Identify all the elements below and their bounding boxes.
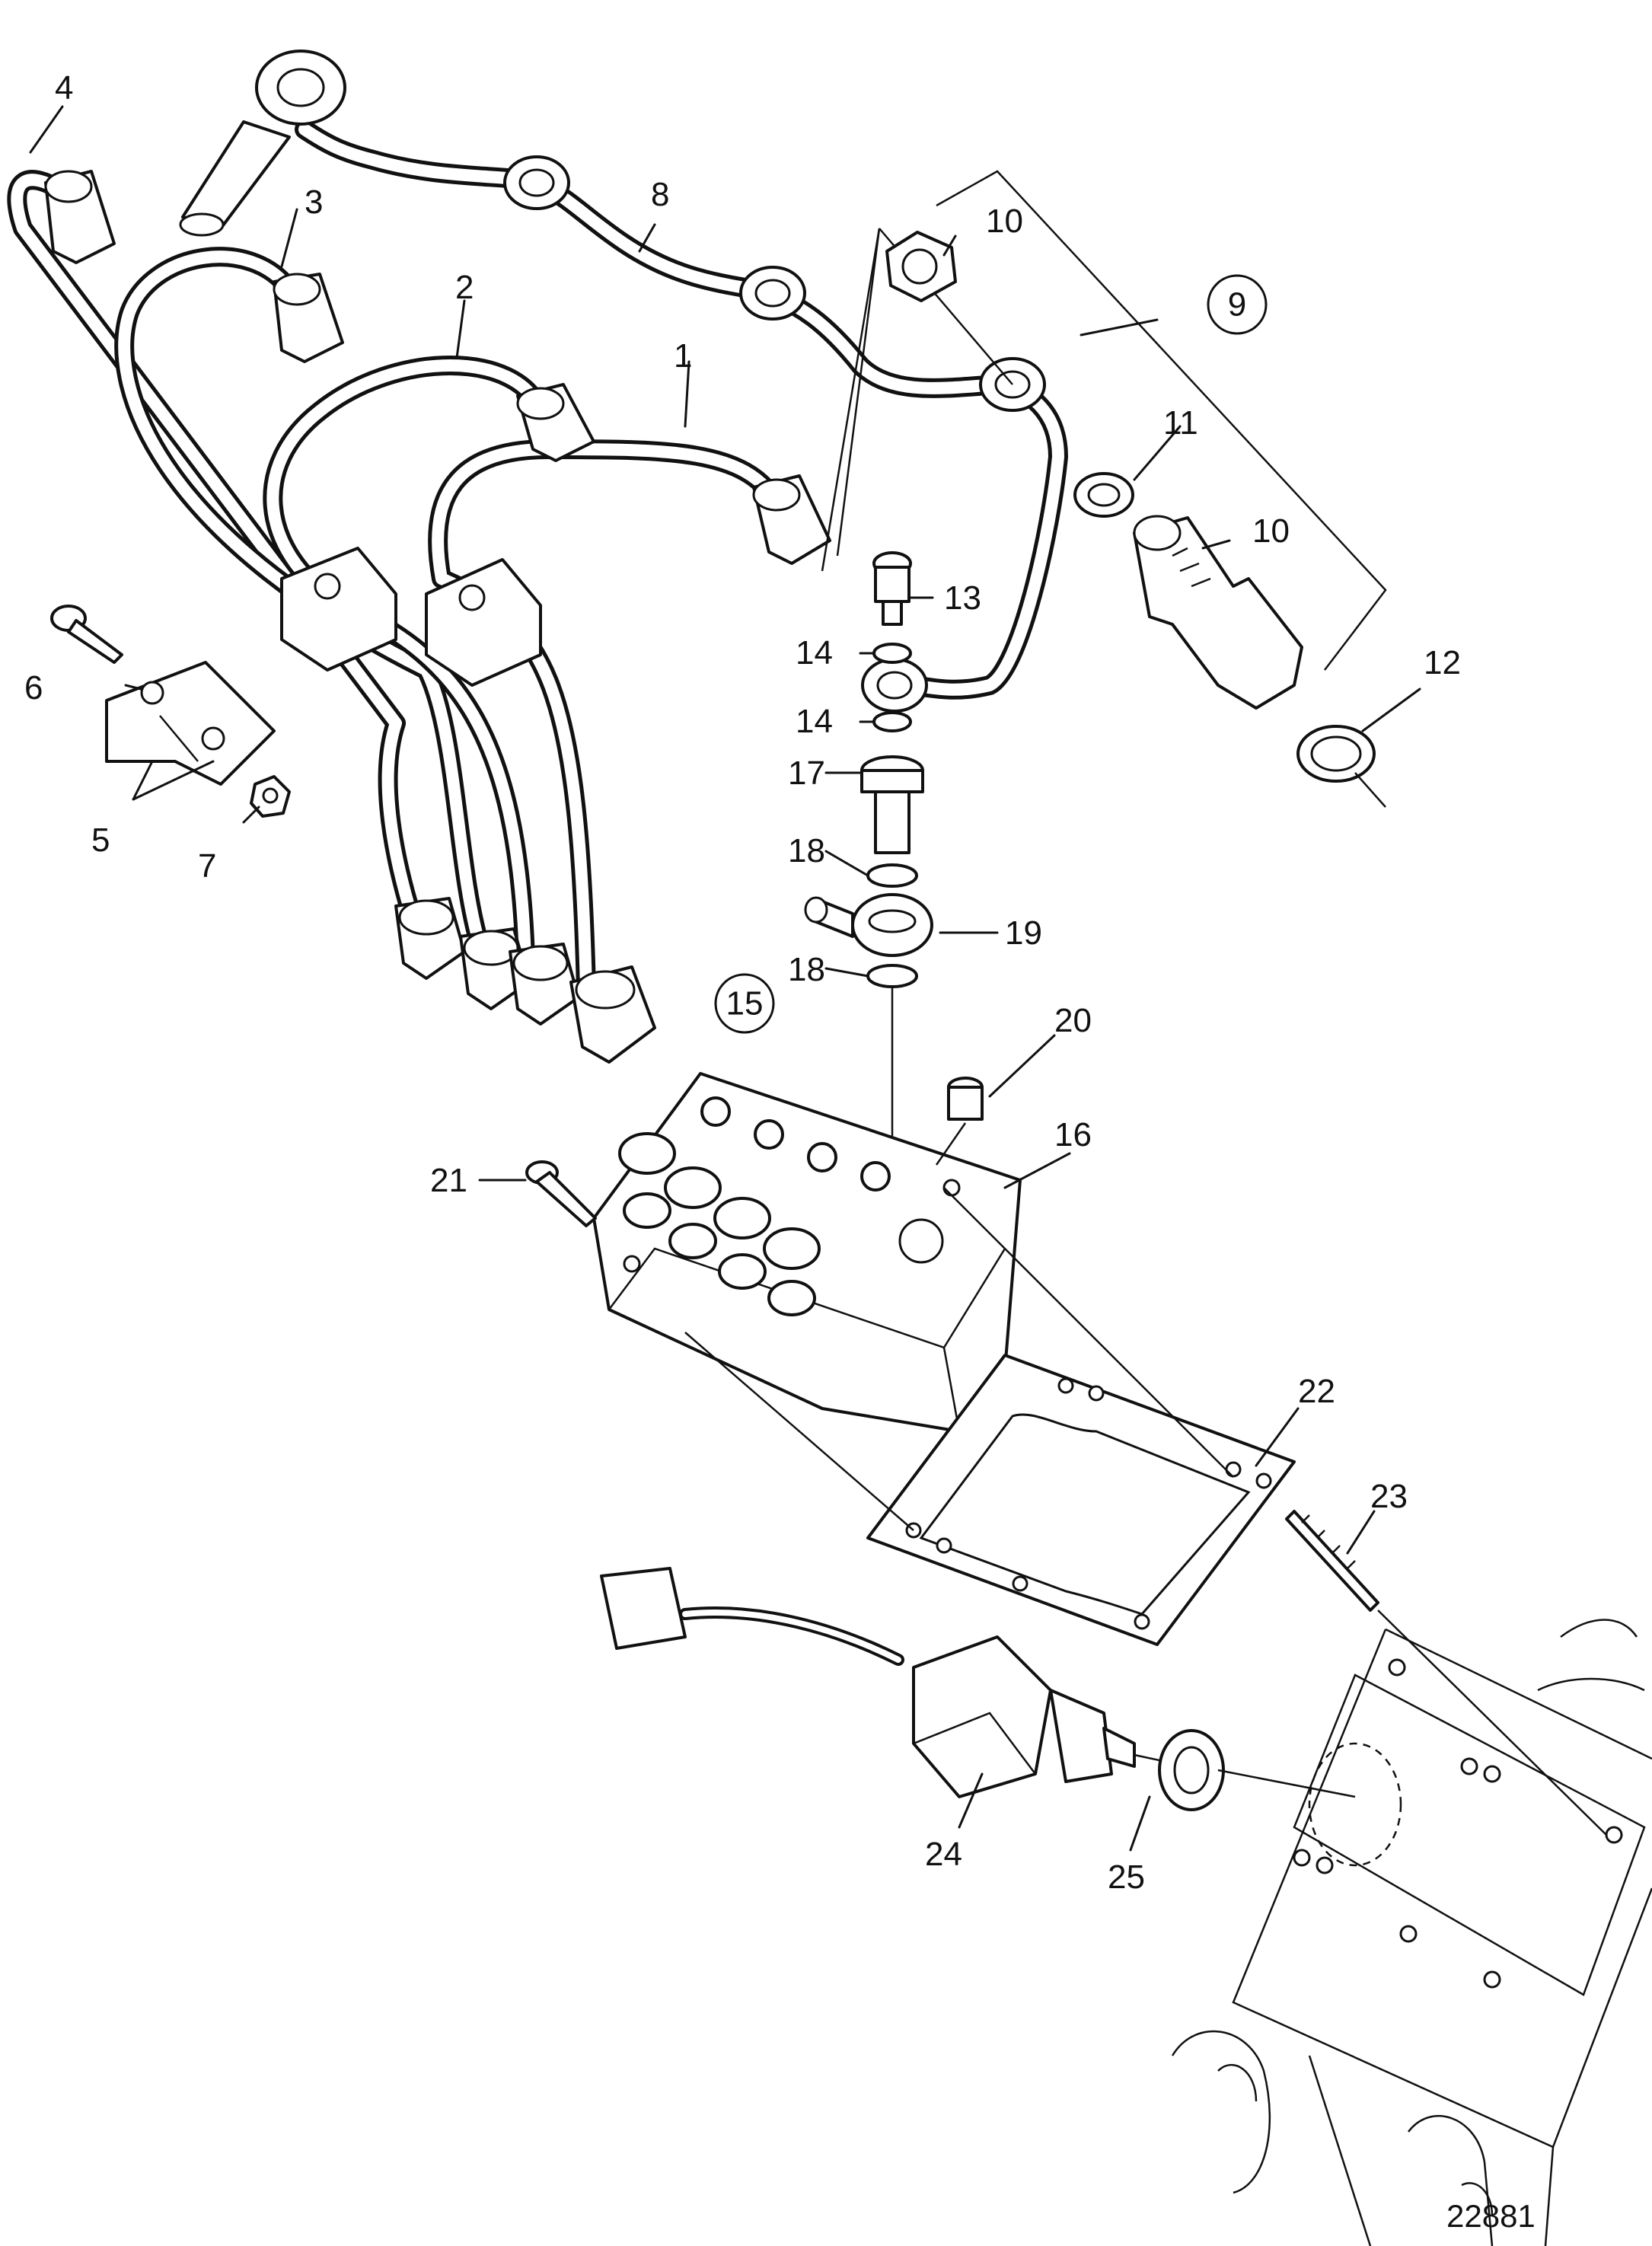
- bleed-screw-13: [872, 551, 912, 626]
- injector-washer-11: [1073, 472, 1134, 518]
- callout-9: 9: [1207, 274, 1268, 335]
- injector-nut: [885, 231, 957, 302]
- sleeve-20: [935, 1077, 984, 1166]
- pipe-clamp-left: [280, 547, 397, 672]
- callout-16: 16: [1054, 1116, 1092, 1153]
- callout-19: 19: [1005, 914, 1042, 952]
- callout-15: 15: [714, 973, 775, 1034]
- callout-12: 12: [1424, 644, 1461, 681]
- pipe-nut-bottom-1: [569, 965, 656, 1064]
- screw-6: [50, 605, 123, 664]
- stud-23: [1285, 1510, 1379, 1612]
- injection-pump: [592, 1072, 1022, 1433]
- pipe-nut-bottom-4: [394, 897, 466, 980]
- callout-25: 25: [1108, 1858, 1145, 1896]
- washer-leader: [1217, 1769, 1356, 1798]
- union-screw-17: [860, 755, 924, 854]
- callout-21: 21: [430, 1162, 467, 1199]
- injector-seal-12: [1296, 725, 1376, 783]
- callout-23: 23: [1370, 1478, 1408, 1515]
- callout-13: 13: [944, 579, 981, 617]
- sealing-washer-18a: [866, 863, 918, 888]
- callout-1: 1: [674, 337, 692, 375]
- screw-21: [525, 1160, 597, 1227]
- injector-assembly: [821, 170, 1387, 808]
- callout-22: 22: [1298, 1373, 1335, 1410]
- pipe-clamp-right: [425, 558, 542, 687]
- callout-2: 2: [455, 269, 474, 306]
- pipe-nut-bottom-2: [509, 943, 580, 1026]
- callout-20: 20: [1054, 1002, 1092, 1039]
- injection-pipes: [7, 170, 831, 1064]
- fuel-injector: [1133, 515, 1303, 710]
- callout-leaders: [29, 105, 1421, 1852]
- callout-11: 11: [1163, 404, 1198, 442]
- pipe-nut-4: [44, 170, 116, 264]
- callout-7: 7: [198, 847, 216, 885]
- washer-25: [1158, 1729, 1225, 1811]
- gasket-leader-lines: [684, 1187, 1234, 1531]
- callout-4: 4: [55, 69, 73, 107]
- pipe-nut-3: [273, 273, 344, 363]
- pipe-nut-2: [516, 383, 595, 462]
- engine-block: [1171, 1619, 1652, 2246]
- pump-outlet-valves: [618, 1132, 821, 1316]
- nut-7: [250, 775, 291, 818]
- svg-text:15: 15: [726, 985, 764, 1023]
- sealing-washer-14a: [872, 643, 912, 664]
- svg-text:9: 9: [1228, 286, 1246, 324]
- callout-5: 5: [91, 822, 110, 859]
- leak-off-line: [179, 49, 1068, 713]
- clamp-bracket: [105, 661, 276, 786]
- pipe-nut-bottom-3: [459, 927, 531, 1010]
- callout-24: 24: [925, 1836, 962, 1873]
- callout-6: 6: [24, 669, 43, 707]
- sealing-washer-14b: [872, 711, 912, 732]
- banjo-fitting-19: [804, 893, 933, 957]
- callout-10-nut: 10: [986, 203, 1023, 240]
- callout-14-upper: 14: [796, 634, 833, 672]
- callout-10-injector: 10: [1252, 512, 1290, 550]
- callout-18-upper: 18: [788, 832, 825, 869]
- callout-labels: 1 2 3 4 5 6 7 8 9 10 10 11 12 13 14 14 1…: [24, 69, 1461, 1896]
- stud-leader: [1377, 1610, 1607, 1836]
- callout-18-lower: 18: [788, 951, 825, 988]
- banjo-stack: [804, 551, 933, 1157]
- callout-8: 8: [651, 176, 669, 213]
- sealing-washer-18b: [866, 964, 918, 988]
- callout-14-lower: 14: [796, 703, 833, 740]
- callout-3: 3: [305, 183, 323, 221]
- pump-screws: [700, 1096, 891, 1192]
- gasket: [866, 1354, 1296, 1646]
- callout-17: 17: [788, 755, 825, 792]
- pipe-nut-1: [752, 474, 831, 565]
- sensor-24: [600, 1567, 1188, 1798]
- figure-number: 22881: [1446, 2198, 1536, 2234]
